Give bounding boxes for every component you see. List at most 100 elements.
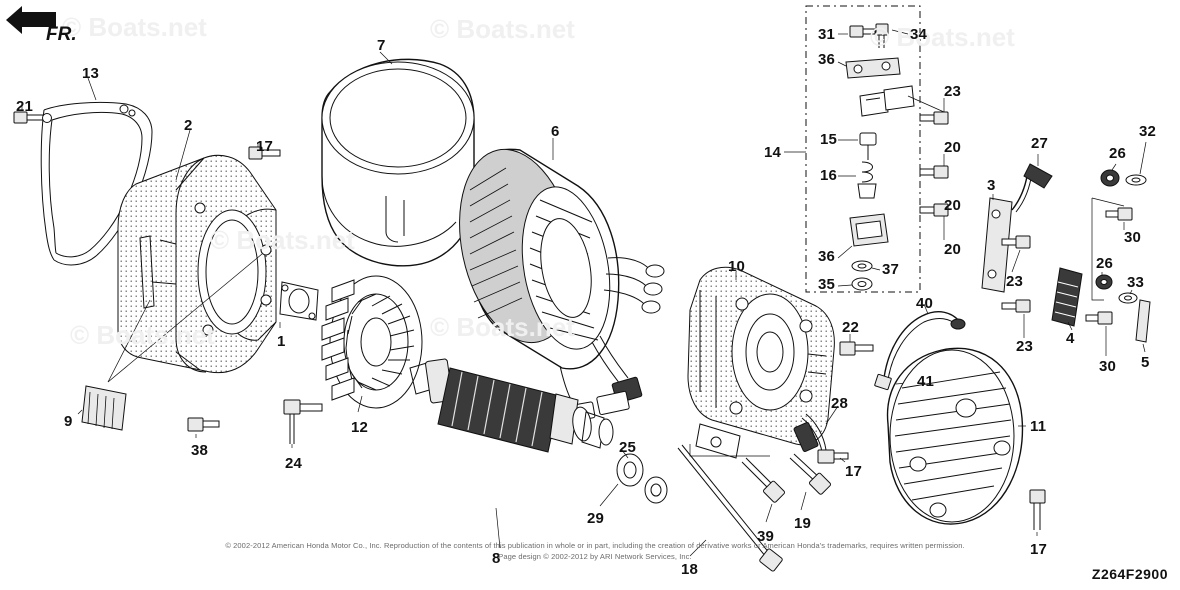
part-2-fan-housing xyxy=(117,154,277,374)
callout-20-b: 20 xyxy=(944,197,962,214)
callout-6: 6 xyxy=(551,123,560,140)
part-23-bolt-mid xyxy=(1001,235,1031,249)
front-direction-label: FR. xyxy=(46,24,77,45)
callout-36-top: 36 xyxy=(818,51,836,68)
callout-7: 7 xyxy=(377,37,386,54)
callout-11: 11 xyxy=(1030,418,1047,435)
part-10-rear-cover xyxy=(687,266,835,459)
callout-23-mid: 23 xyxy=(1006,273,1024,290)
callout-2: 2 xyxy=(184,117,193,134)
callout-26-upper: 26 xyxy=(1109,145,1127,162)
callout-26-lower: 26 xyxy=(1096,255,1114,272)
callout-39: 39 xyxy=(757,528,775,545)
callout-21: 21 xyxy=(16,98,34,115)
callout-23-top: 23 xyxy=(944,83,962,100)
callout-32: 32 xyxy=(1139,123,1157,140)
part-15-brush xyxy=(859,132,877,160)
part-4-terminal-block xyxy=(1051,267,1083,327)
part-13-bracket xyxy=(40,101,153,266)
part-5-strip xyxy=(1135,299,1151,343)
callout-10: 10 xyxy=(728,258,746,275)
part-17-bolt-upper xyxy=(248,146,281,160)
part-9-plate xyxy=(81,385,127,431)
callout-3: 3 xyxy=(987,177,996,194)
part-6-stator xyxy=(459,148,665,423)
part-36-strip xyxy=(845,57,901,79)
callout-19: 19 xyxy=(794,515,812,532)
part-30-bolt-upper xyxy=(1105,207,1133,221)
part-11-end-cover xyxy=(886,347,1024,525)
callout-22: 22 xyxy=(842,319,860,336)
part-34-bolt xyxy=(875,23,889,48)
part-24-bolt xyxy=(283,399,323,444)
callout-12: 12 xyxy=(351,419,369,436)
callout-18: 18 xyxy=(681,561,699,578)
part-39-bolt xyxy=(741,457,785,503)
callout-24: 24 xyxy=(285,455,303,472)
callout-16: 16 xyxy=(820,167,838,184)
callout-1: 1 xyxy=(277,333,286,350)
callout-8: 8 xyxy=(492,550,501,567)
callout-27: 27 xyxy=(1031,135,1049,152)
callout-9: 9 xyxy=(64,413,73,430)
callout-23-low: 23 xyxy=(1016,338,1034,355)
part-20-bolt-1 xyxy=(919,165,949,179)
part-26-grommet-lower xyxy=(1095,274,1113,290)
part-23-bolt-upper xyxy=(919,111,949,125)
part-22-bolt xyxy=(839,341,874,356)
callout-17-top: 17 xyxy=(256,138,274,155)
callout-17-bottom: 17 xyxy=(1030,541,1048,558)
part-35-nut xyxy=(851,277,873,291)
part-38-bolt xyxy=(187,417,220,432)
callout-38: 38 xyxy=(191,442,209,459)
part-21-bolt xyxy=(13,111,52,124)
part-7-cylinder-cover xyxy=(321,58,475,267)
callout-20-c: 20 xyxy=(944,241,962,258)
callout-13: 13 xyxy=(82,65,100,82)
part-31-bolt xyxy=(849,25,876,38)
callout-35: 35 xyxy=(818,276,836,293)
part-28-brush-lead xyxy=(793,413,849,464)
diagram-code: Z264F2900 xyxy=(1091,566,1168,582)
callout-33: 33 xyxy=(1127,274,1145,291)
callout-4: 4 xyxy=(1066,330,1075,347)
callout-31: 31 xyxy=(818,26,836,43)
part-17-bolt-lower xyxy=(1029,489,1046,530)
callout-25: 25 xyxy=(619,439,637,456)
part-37-washer xyxy=(851,260,873,272)
callout-30-upper: 30 xyxy=(1124,229,1142,246)
front-direction-arrow xyxy=(6,6,56,34)
part-3-bracket xyxy=(981,197,1013,293)
part-33-washer xyxy=(1118,292,1138,304)
part-8-rotor xyxy=(409,358,668,504)
part-36-block xyxy=(849,213,889,247)
part-32-washer xyxy=(1125,174,1147,186)
callout-37: 37 xyxy=(882,261,900,278)
part-26-grommet-upper xyxy=(1100,169,1120,187)
part-20-bolt-2 xyxy=(919,203,949,217)
callout-40: 40 xyxy=(916,295,934,312)
part-40-wire xyxy=(874,311,966,391)
part-19-bolt xyxy=(789,453,831,495)
callout-29: 29 xyxy=(587,510,605,527)
copyright-line-2: Page design © 2002-2012 by ARI Network S… xyxy=(498,552,692,562)
callout-20-a: 20 xyxy=(944,139,962,156)
part-30-bolt-lower xyxy=(1085,311,1113,325)
callout-15: 15 xyxy=(820,131,838,148)
part-23-bolt-low xyxy=(1001,299,1031,313)
part-1-gasket xyxy=(279,281,319,321)
callout-30-lower: 30 xyxy=(1099,358,1117,375)
part-27-wire-clip xyxy=(1011,163,1053,213)
callout-41: 41 xyxy=(917,373,935,390)
callout-14: 14 xyxy=(764,144,782,161)
callout-5: 5 xyxy=(1141,354,1150,371)
copyright-line-1: © 2002-2012 American Honda Motor Co., In… xyxy=(225,541,965,550)
part-18-long-bolt xyxy=(677,444,783,572)
part-23-brush-holder xyxy=(859,85,915,117)
callout-36-bottom: 36 xyxy=(818,248,836,265)
copyright-notice: © 2002-2012 American Honda Motor Co., In… xyxy=(170,540,1020,563)
callout-17-mid: 17 xyxy=(845,463,863,480)
part-16-spring xyxy=(857,161,877,199)
part-12-fan xyxy=(321,275,423,409)
